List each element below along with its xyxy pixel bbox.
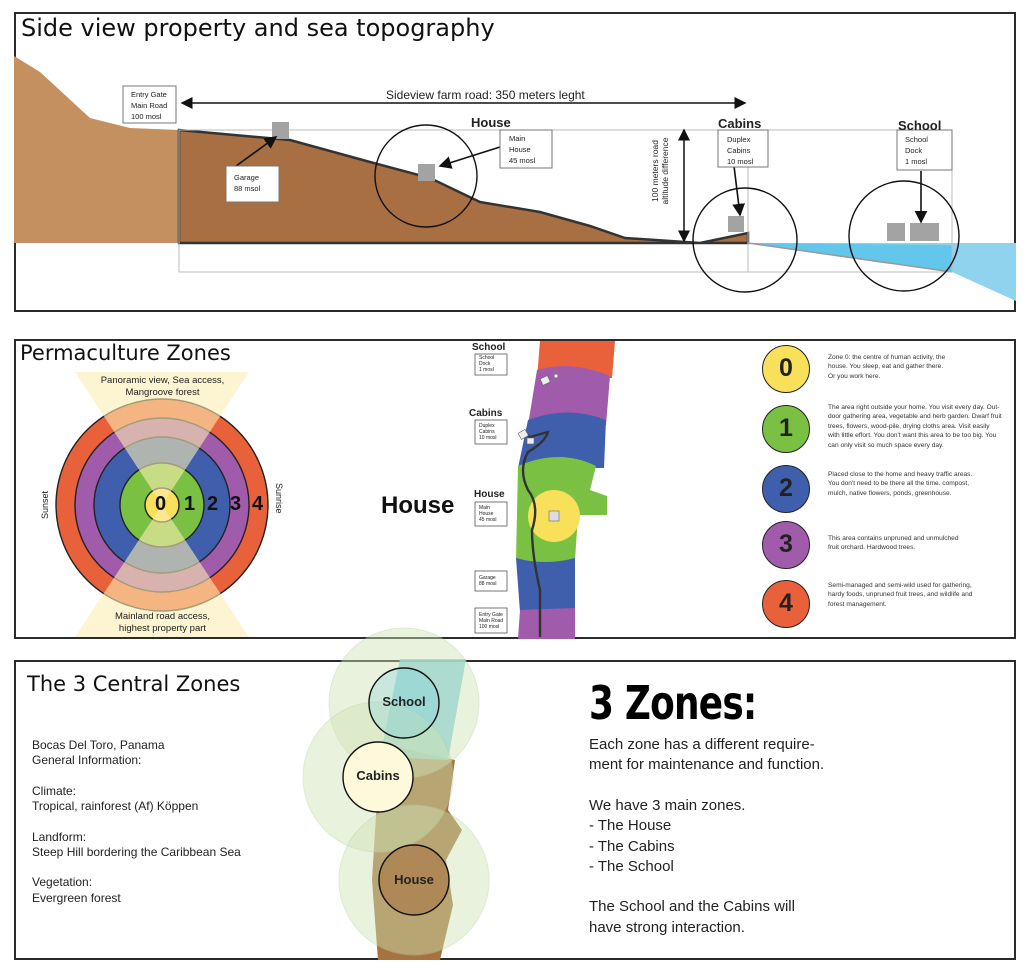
zones-description: Each zone has a different require- ment … bbox=[589, 736, 825, 936]
map-zone-2-low bbox=[516, 558, 575, 612]
altitude-label: 100 meters road altitude difference bbox=[650, 137, 670, 205]
legend-badge-4: 4 bbox=[762, 580, 810, 628]
legend-text-4: Semi-managed and semi-wild used for gath… bbox=[828, 582, 973, 608]
reference-frame bbox=[178, 129, 953, 273]
legend-text-0: Zone 0: the centre of human activity, th… bbox=[828, 354, 946, 380]
permaculture-title: Permaculture Zones bbox=[20, 341, 231, 365]
entry-gate-label: Entry Gate Main Road 100 mosl bbox=[131, 90, 168, 121]
cabins-building bbox=[728, 216, 744, 232]
school-label: School Dock 1 mosl bbox=[905, 135, 928, 166]
sunrise-label: Sunrise bbox=[274, 483, 284, 514]
central-zones-title: The 3 Central Zones bbox=[27, 672, 241, 696]
cabins-circle-label: Cabins bbox=[356, 768, 400, 783]
ring-number-4: 4 bbox=[252, 493, 264, 515]
map-zone-3-low bbox=[518, 608, 575, 639]
map-house-heading: House bbox=[474, 489, 505, 500]
general-info: Bocas Del Toro, Panama General Informati… bbox=[32, 738, 241, 905]
map-cabins-heading: Cabins bbox=[469, 408, 503, 419]
legend-badge-0: 0 bbox=[762, 345, 810, 393]
bottom-view-cone bbox=[75, 505, 249, 637]
house-circle-central bbox=[378, 844, 450, 916]
map-house-marker bbox=[548, 510, 560, 522]
school-circle-central bbox=[368, 667, 440, 739]
legend-badge-1: 1 bbox=[762, 405, 810, 453]
legend-text-1: The area right outside your home. You vi… bbox=[828, 404, 1002, 449]
cabins-label: Duplex Cabins 10 mosl bbox=[727, 135, 754, 166]
house-label: Main House 45 mosl bbox=[509, 134, 536, 165]
top-view-cone bbox=[75, 372, 249, 505]
map-school-box: School Dock 1 mosl bbox=[479, 355, 495, 373]
zones-ring-diagram bbox=[55, 372, 269, 637]
zoned-property-map bbox=[474, 341, 615, 639]
map-road bbox=[521, 430, 550, 637]
house-circle bbox=[374, 124, 478, 228]
background-hill bbox=[14, 56, 180, 243]
legend-text-2: Placed close to the home and heavy traff… bbox=[828, 471, 973, 497]
central-zones-panel bbox=[14, 660, 1016, 960]
house-building bbox=[418, 164, 435, 181]
ring-number-3: 3 bbox=[230, 493, 242, 515]
map-house-box: Main House 45 mosl bbox=[479, 505, 497, 523]
school-building-2 bbox=[910, 223, 939, 241]
ring-number-2: 2 bbox=[207, 493, 219, 515]
map-cabins-box: Duplex Cabins 10 mosl bbox=[479, 423, 497, 441]
garage-building bbox=[272, 122, 289, 139]
central-sea bbox=[380, 659, 466, 760]
school-building-1 bbox=[887, 223, 905, 241]
side-view-title: Side view property and sea topography bbox=[21, 14, 495, 42]
map-school-heading: School bbox=[472, 342, 506, 353]
legend-badge-3: 3 bbox=[762, 521, 810, 569]
ring-number-1: 1 bbox=[184, 493, 196, 515]
garage-label: Garage 88 msol bbox=[234, 173, 261, 193]
school-circle bbox=[848, 180, 960, 292]
ring-number-0: 0 bbox=[155, 493, 167, 515]
bottom-view-label: Mainland road access, highest property p… bbox=[114, 611, 211, 634]
road-length-label: Sideview farm road: 350 meters leght bbox=[386, 88, 585, 102]
map-garage-box: Garage 88 mosl bbox=[479, 575, 497, 587]
house-heading: House bbox=[471, 115, 511, 130]
house-circle-label: House bbox=[394, 872, 434, 887]
school-heading: School bbox=[898, 118, 942, 133]
map-entry-box: Entry Gate Main Road 100 mosl bbox=[479, 612, 504, 630]
zones-heading: 3 Zones: bbox=[589, 676, 757, 730]
cabins-heading: Cabins bbox=[718, 116, 762, 131]
legend-text-3: This area contains unpruned and unmulche… bbox=[828, 535, 959, 552]
central-zones-map bbox=[302, 627, 490, 960]
sunset-label: Sunset bbox=[40, 490, 50, 519]
legend-badge-2: 2 bbox=[762, 465, 810, 513]
map-zone-2 bbox=[518, 412, 606, 468]
cabins-circle-central bbox=[342, 741, 414, 813]
map-house-big-label: House bbox=[381, 492, 455, 519]
top-view-label: Panoramic view, Sea access, Mangroove fo… bbox=[100, 375, 225, 398]
cabins-circle bbox=[692, 187, 798, 293]
side-view-diagram bbox=[14, 56, 1016, 301]
school-circle-label: School bbox=[382, 694, 426, 709]
